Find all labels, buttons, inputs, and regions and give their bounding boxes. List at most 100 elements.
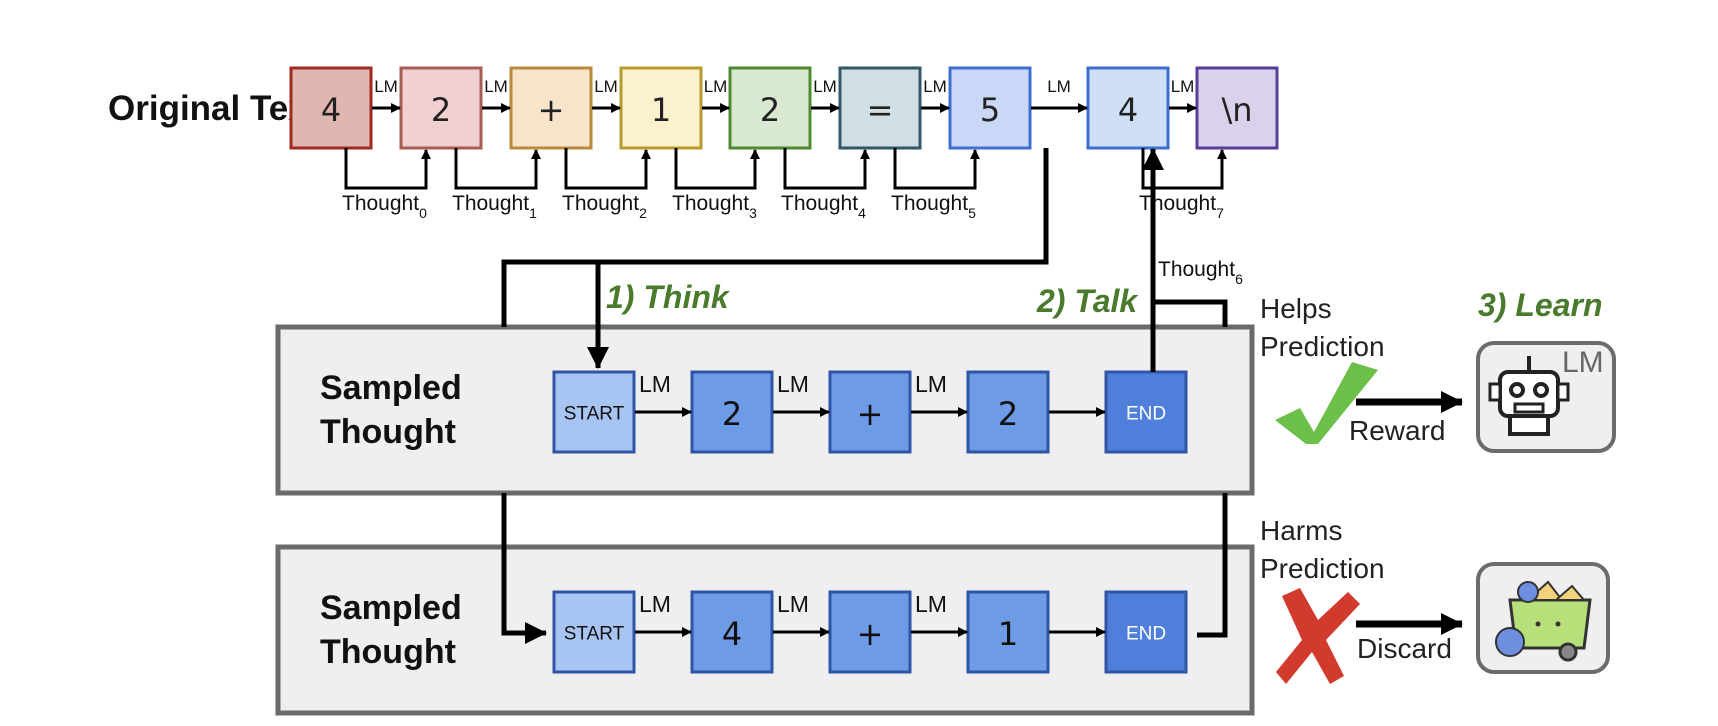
lm-arrow: LM: [592, 77, 621, 113]
thought-token-text: 1: [998, 615, 1018, 653]
original-lm-arrows: LM LM LM LM LM LM LM LM: [372, 77, 1197, 113]
thought-token: +: [828, 590, 912, 674]
thought-bracket: Thought3: [672, 148, 760, 221]
thought-label: Thought2: [562, 192, 647, 221]
thought-token: START: [552, 590, 636, 674]
thought-token-text: 2: [998, 395, 1018, 433]
thought-bracket: Thought5: [891, 148, 980, 221]
original-token: =: [838, 66, 922, 150]
thought-lm-label: LM: [915, 591, 947, 617]
thought-label: Thought4: [781, 192, 866, 221]
thought-token: 4: [690, 590, 774, 674]
thought-bracket: Thought4: [781, 148, 870, 221]
original-token-text: \n: [1221, 91, 1252, 129]
outcome-harms-line1: Harms: [1260, 515, 1342, 546]
talk-connector-right: [1153, 299, 1228, 327]
thought-token-text: END: [1126, 624, 1166, 645]
lm-arrow: LM: [1031, 77, 1088, 113]
original-token-text: +: [538, 91, 565, 129]
step-talk: 2) Talk: [1036, 283, 1139, 319]
thought-label: Thought0: [342, 192, 427, 221]
sampled-thought-label-2b: Thought: [320, 633, 456, 671]
think-connector-lower: [501, 493, 547, 644]
outcome-helps-line1: Helps: [1260, 293, 1332, 324]
thought-lm-label: LM: [777, 371, 809, 397]
thought-bracket: Thought1: [452, 148, 541, 221]
step-think: 1) Think: [606, 279, 731, 315]
lm-arrow: LM: [811, 77, 840, 113]
lm-label: LM: [374, 77, 398, 96]
trash-cart-icon: [1476, 562, 1610, 674]
original-token-text: 4: [1118, 91, 1138, 129]
lm-arrow: LM: [482, 77, 511, 113]
thought-label: Thought3: [672, 192, 757, 221]
step-learn: 3) Learn: [1478, 287, 1602, 323]
talk-connector-lower: [1197, 493, 1228, 638]
thought-lm-label: LM: [777, 591, 809, 617]
original-token-text: 1: [651, 91, 671, 129]
original-token-text: 2: [431, 91, 451, 129]
lm-label: LM: [704, 77, 728, 96]
lm-arrow: LM: [372, 77, 401, 113]
thought-label: Thought7: [1139, 192, 1224, 221]
thought-lm-label: LM: [639, 591, 671, 617]
original-token: 2: [399, 66, 483, 150]
thought-lm-arrow: LM: [773, 591, 830, 637]
thought-lm-arrow: LM: [635, 591, 692, 637]
original-token-text: =: [867, 91, 894, 129]
thought-token: 2: [690, 370, 774, 454]
thought-bracket: Thought0: [342, 148, 431, 221]
outcome-helps-line2: Prediction: [1260, 331, 1385, 362]
think-connector: [501, 148, 1049, 327]
lm-label: LM: [1171, 77, 1195, 96]
original-token: +: [509, 66, 593, 150]
original-token-row: 4 2 +1 2 = 5 4 \n: [289, 66, 1279, 150]
thought-token-text: END: [1126, 404, 1166, 425]
reward-label: Reward: [1349, 415, 1445, 446]
original-token: \n: [1195, 66, 1279, 150]
thought-token: 2: [966, 370, 1050, 454]
thought-bracket: Thought2: [562, 148, 651, 221]
outcome-harms-line2: Prediction: [1260, 553, 1385, 584]
thought-label: Thought1: [452, 192, 537, 221]
thought-token-text: START: [564, 624, 625, 645]
svg-text:LM: LM: [1562, 346, 1604, 379]
thought-token: +: [828, 370, 912, 454]
thought-lm-arrow: LM: [773, 371, 830, 417]
thought-lm-arrow: LM: [911, 371, 968, 417]
thought-brackets: Thought0 Thought1 Thought2 Thought3 Thought4…: [342, 148, 1227, 221]
original-token: 1: [619, 66, 703, 150]
sampled-thought-label-2a: Sampled: [320, 589, 462, 627]
checkmark-icon: [1275, 362, 1378, 444]
lm-label: LM: [923, 77, 947, 96]
thought-lm-label: LM: [639, 371, 671, 397]
thought-token-text: 2: [722, 395, 742, 433]
cross-icon: [1276, 588, 1360, 684]
thought-lm-label: LM: [915, 371, 947, 397]
thought-token: START: [552, 370, 636, 454]
thought-token-text: START: [564, 404, 625, 425]
thought-token-text: +: [857, 615, 884, 653]
lm-label: LM: [594, 77, 618, 96]
original-token: 2: [728, 66, 812, 150]
original-token: 5: [948, 66, 1032, 150]
lm-label: LM: [813, 77, 837, 96]
thought-lm-arrow: LM: [635, 371, 692, 417]
sampled-thought-label-1b: Thought: [320, 413, 456, 451]
sampled-thought-row-1: START 2 +2 END LM LM LM: [552, 370, 1188, 454]
thought-token-text: 4: [722, 615, 742, 653]
original-token-text: 4: [321, 91, 341, 129]
lm-arrow: LM: [702, 77, 730, 113]
thought-label: Thought5: [891, 192, 976, 221]
original-token-text: 2: [760, 91, 780, 129]
lm-arrow: LM: [1169, 77, 1197, 113]
thought-lm-arrow: LM: [911, 591, 968, 637]
sampled-thought-row-2: START 4 +1 END LM LM LM: [552, 590, 1188, 674]
original-text-label: Original Text: [108, 89, 320, 128]
thought-token-text: +: [857, 395, 884, 433]
thought-token: END: [1104, 370, 1188, 454]
thought-token: END: [1104, 590, 1188, 674]
lm-arrow: LM: [921, 77, 950, 113]
discard-label: Discard: [1357, 633, 1452, 664]
